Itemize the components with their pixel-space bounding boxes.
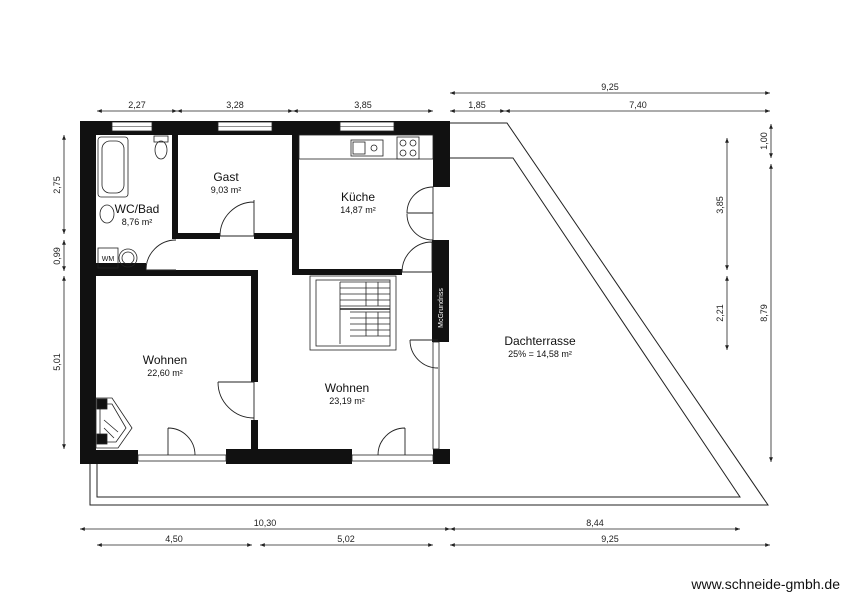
- dim-bottom-1030: 10,30: [254, 518, 277, 528]
- washing-machine-label: WM: [102, 256, 115, 263]
- fireplace: [95, 397, 133, 449]
- room-kueche-area: 14,87 m²: [340, 205, 376, 215]
- room-wohnen-center-area: 23,19 m²: [329, 396, 365, 406]
- room-wc-name: WC/Bad: [115, 202, 160, 216]
- dim-top-total: 9,25: [601, 82, 619, 92]
- staircase: [309, 275, 397, 351]
- dim-top-185: 1,85: [468, 100, 486, 110]
- dim-right-385: 3,85: [715, 196, 725, 214]
- dim-bottom-925: 9,25: [601, 534, 619, 544]
- dimension-labels: 9,25 2,27 3,28 3,85 1,85 7,40 2,75 0,99 …: [52, 82, 769, 544]
- dim-top-227: 2,27: [128, 100, 146, 110]
- dim-top-385: 3,85: [354, 100, 372, 110]
- mcgrundriss-label: McGrundriss: [438, 288, 445, 328]
- website-url: www.schneide-gmbh.de: [691, 576, 840, 592]
- dim-right-100: 1,00: [759, 132, 769, 150]
- kitchen-counter: [298, 134, 434, 160]
- windows-bottom: [137, 341, 440, 462]
- room-kueche-name: Küche: [341, 190, 375, 204]
- windows-top: [111, 121, 395, 132]
- dim-left-099: 0,99: [52, 247, 62, 265]
- dim-bottom-844: 8,44: [586, 518, 604, 528]
- room-wohnen-center-name: Wohnen: [325, 381, 369, 395]
- dim-bottom-450: 4,50: [165, 534, 183, 544]
- interior-walls: [96, 135, 402, 450]
- door-swings: [145, 186, 439, 456]
- dim-left-275: 2,75: [52, 176, 62, 194]
- terrace-outline: [89, 122, 769, 506]
- room-wohnen-left-name: Wohnen: [143, 353, 187, 367]
- room-wohnen-left-area: 22,60 m²: [147, 368, 183, 378]
- dim-right-879: 8,79: [759, 304, 769, 322]
- dim-top-740: 7,40: [629, 100, 647, 110]
- bathroom-fixtures: [97, 135, 169, 269]
- room-dachterrasse-area: 25% = 14,58 m²: [508, 349, 572, 359]
- room-labels: WC/Bad 8,76 m² Gast 9,03 m² Küche 14,87 …: [102, 170, 576, 406]
- exterior-walls: [80, 121, 450, 464]
- room-wc-area: 8,76 m²: [122, 217, 153, 227]
- room-dachterrasse-name: Dachterrasse: [504, 334, 576, 348]
- room-gast-area: 9,03 m²: [211, 185, 242, 195]
- dim-top-328: 3,28: [226, 100, 244, 110]
- dimension-lines: [62, 91, 773, 547]
- room-gast-name: Gast: [213, 170, 239, 184]
- dim-right-221: 2,21: [715, 304, 725, 322]
- dim-bottom-502: 5,02: [337, 534, 355, 544]
- dim-left-501: 5,01: [52, 353, 62, 371]
